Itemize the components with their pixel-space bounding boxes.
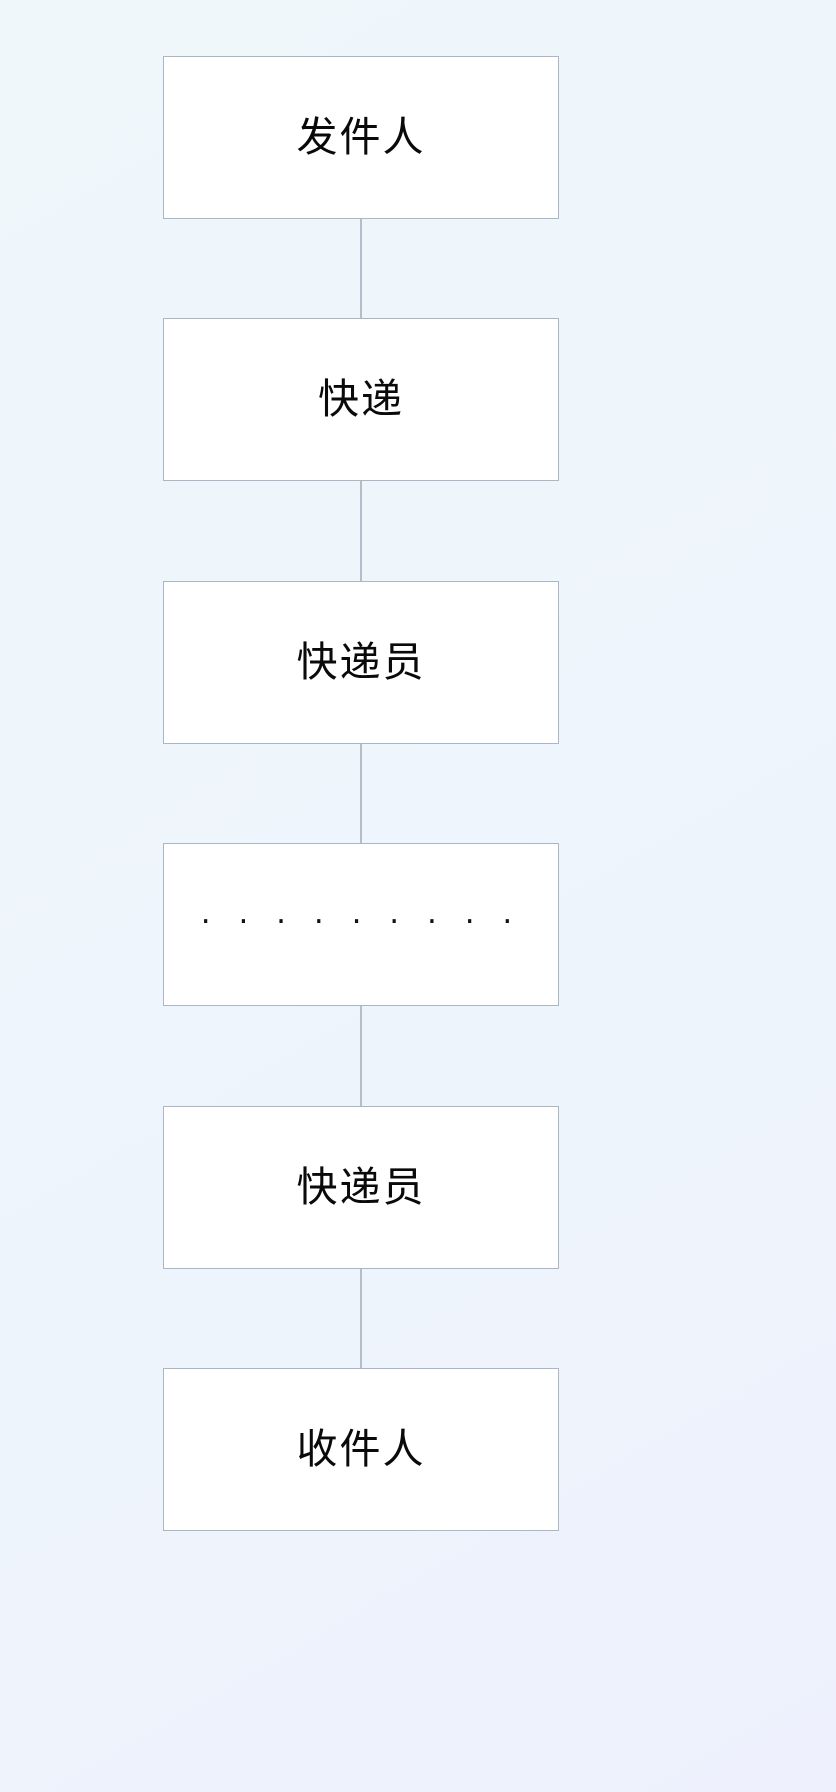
- flow-node-sender[interactable]: 发件人: [163, 56, 559, 219]
- flow-node-express[interactable]: 快递: [163, 318, 559, 481]
- connector-more-steps-to-courier-2: [360, 1006, 363, 1106]
- connector-courier-1-to-more-steps: [360, 743, 363, 844]
- connector-express-to-courier-1: [360, 481, 363, 581]
- flow-node-express-label: 快递: [318, 375, 404, 423]
- flow-node-more-steps[interactable]: · · · · · · · · ·: [163, 843, 559, 1006]
- flow-node-courier-2-label: 快递员: [296, 1163, 426, 1211]
- flow-node-more-steps-label: · · · · · · · · ·: [200, 904, 522, 940]
- flow-node-courier-1[interactable]: 快递员: [163, 581, 559, 744]
- flow-node-courier-2[interactable]: 快递员: [163, 1106, 559, 1269]
- flow-node-recipient[interactable]: 收件人: [163, 1368, 559, 1531]
- flow-node-sender-label: 发件人: [296, 113, 426, 161]
- flow-node-recipient-label: 收件人: [296, 1425, 426, 1473]
- connector-courier-2-to-recipient: [360, 1268, 363, 1369]
- flow-node-courier-1-label: 快递员: [296, 638, 426, 686]
- connector-sender-to-express: [360, 218, 363, 319]
